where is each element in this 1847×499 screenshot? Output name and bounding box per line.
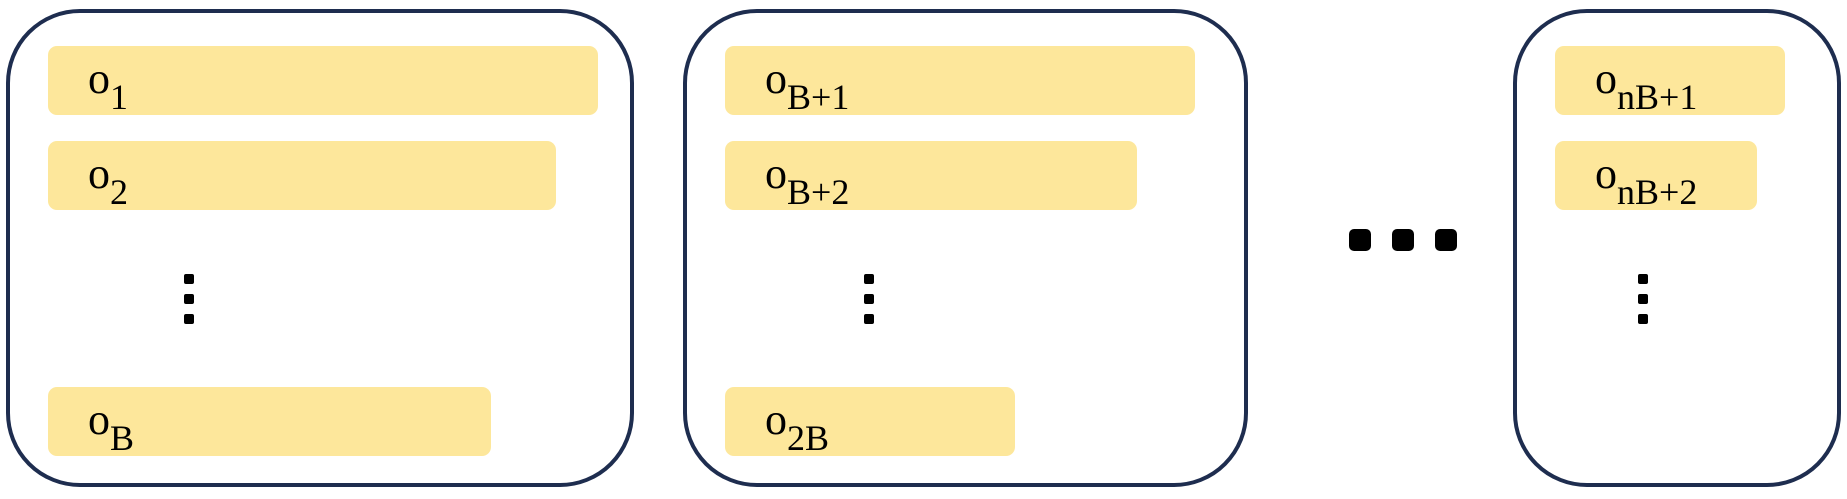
vertical-ellipsis xyxy=(1638,274,1648,326)
item-subscript: nB+1 xyxy=(1617,76,1698,117)
item-label: oB+1 xyxy=(765,53,850,117)
item-label: onB+1 xyxy=(1595,53,1698,117)
item-label: onB+2 xyxy=(1595,148,1698,212)
output-item: o2B xyxy=(725,387,1015,456)
item-subscript: B+1 xyxy=(787,76,850,117)
batch-box-n: onB+1 onB+2 xyxy=(1513,9,1841,487)
output-item: oB+1 xyxy=(725,46,1195,115)
batch-box-2: oB+1 oB+2 o2B xyxy=(683,9,1248,487)
vertical-ellipsis xyxy=(184,274,194,326)
output-item: oB+2 xyxy=(725,141,1137,210)
output-item: o1 xyxy=(48,46,598,115)
horizontal-ellipsis xyxy=(1349,229,1459,251)
output-item: onB+2 xyxy=(1555,141,1757,210)
item-label: oB xyxy=(88,394,135,458)
output-item: oB xyxy=(48,387,491,456)
item-subscript: 2 xyxy=(110,171,128,212)
item-label: oB+2 xyxy=(765,148,850,212)
item-subscript: 1 xyxy=(110,76,128,117)
output-item: o2 xyxy=(48,141,556,210)
item-label: o1 xyxy=(88,53,128,117)
batch-box-1: o1 o2 oB xyxy=(6,9,634,487)
output-item: onB+1 xyxy=(1555,46,1785,115)
vertical-ellipsis xyxy=(864,274,874,326)
item-subscript: B xyxy=(110,417,135,458)
item-label: o2B xyxy=(765,394,830,458)
item-subscript: 2B xyxy=(787,417,830,458)
item-subscript: B+2 xyxy=(787,171,850,212)
item-subscript: nB+2 xyxy=(1617,171,1698,212)
item-label: o2 xyxy=(88,148,128,212)
